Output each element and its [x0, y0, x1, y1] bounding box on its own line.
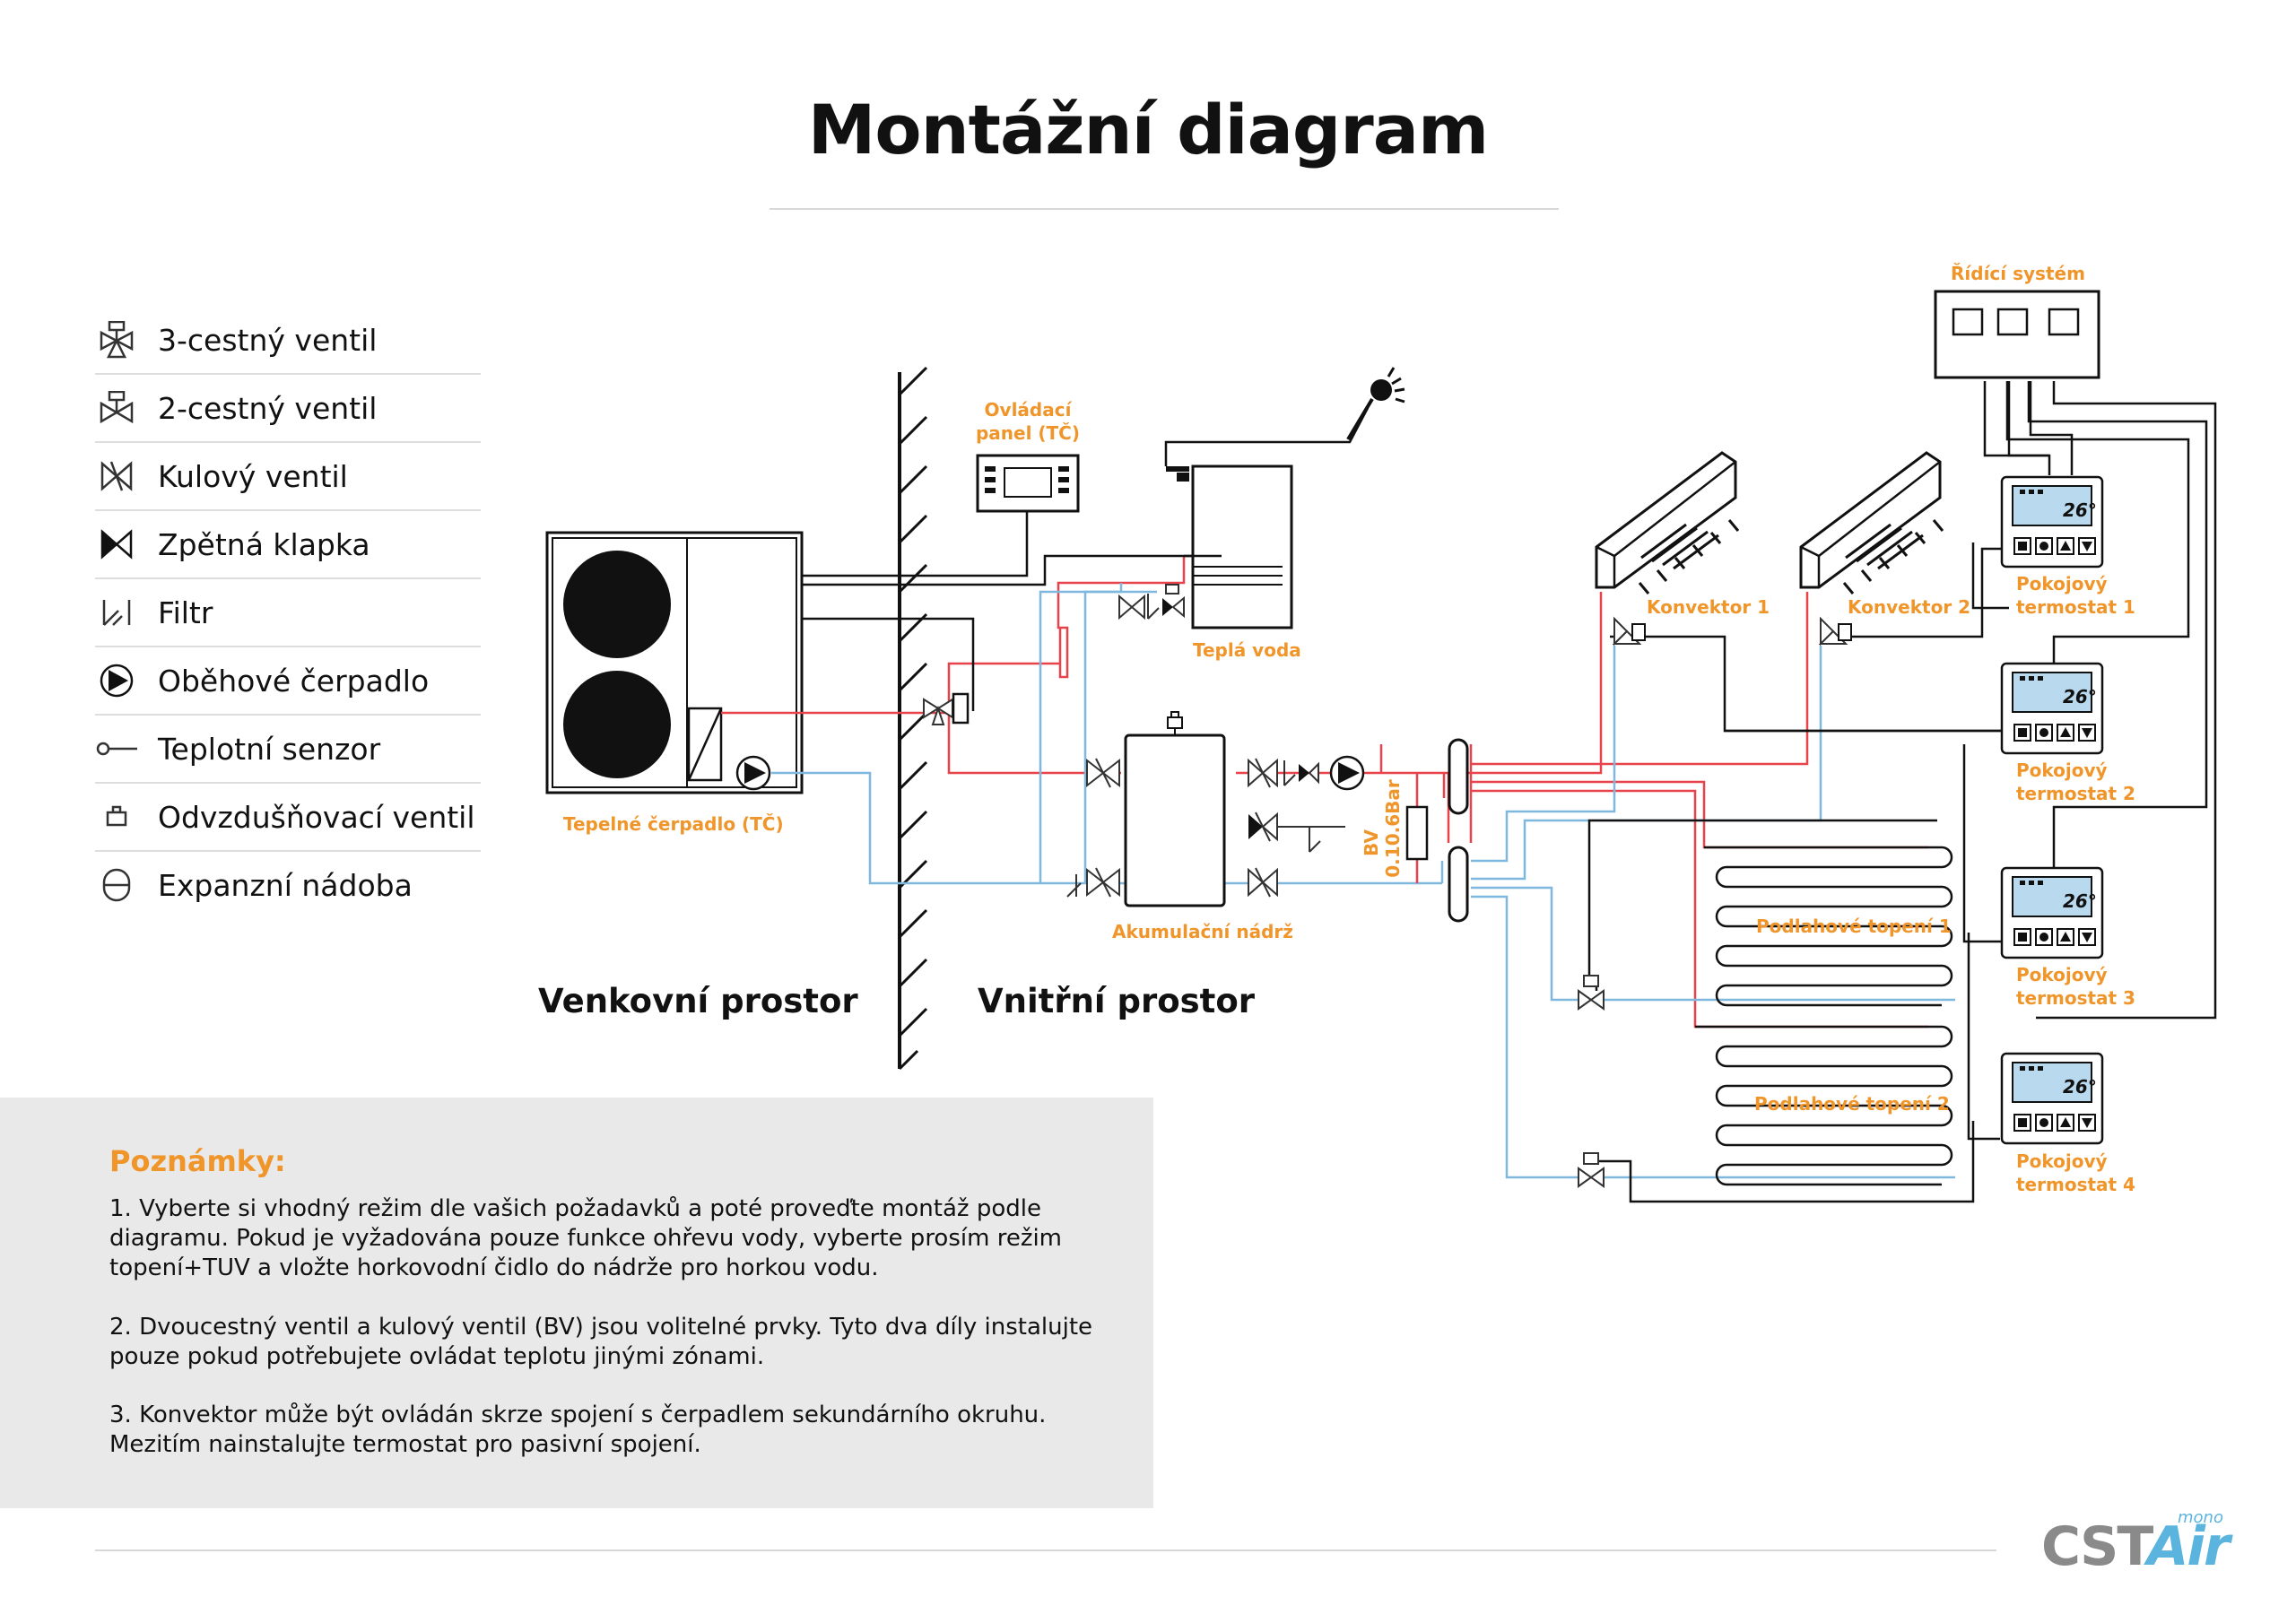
floor-heating-2-label: Podlahové topení 2: [1754, 1093, 1950, 1115]
legend-label: Zpětná klapka: [158, 526, 370, 562]
thermostat-label: Pokojový: [2016, 573, 2108, 595]
legend-label: Teplotní senzor: [158, 731, 381, 767]
three-way-valve-icon: [95, 318, 138, 361]
legend-item-ball-valve: Kulový ventil: [95, 443, 481, 511]
supply-pipes: [721, 556, 1928, 1028]
legend-label: Odvzdušňovací ventil: [158, 799, 475, 835]
control-system-label: Řídící systém: [1951, 263, 2085, 284]
room-thermostat-1: 26°: [2000, 475, 2104, 568]
hot-water-valve-group: [1118, 584, 1185, 621]
floor-heating-loop-2: [1695, 1025, 1953, 1186]
thermostat-label: Pokojový: [2016, 964, 2108, 985]
legend-label: Oběhové čerpadlo: [158, 663, 430, 699]
legend-item-air-vent-valve: Odvzdušňovací ventil: [95, 784, 481, 852]
logo-air: Air: [2147, 1515, 2231, 1578]
note-item: 2. Dvoucestný ventil a kulový ventil (BV…: [109, 1314, 1093, 1370]
thermostat-2-label: termostat 2: [2016, 783, 2135, 804]
heat-pump-unit: [545, 531, 804, 794]
bypass-valve-pressure: 0.10.6Bar: [1382, 779, 1404, 878]
thermostat-display: 26°: [2063, 686, 2097, 707]
building-wall: [898, 366, 928, 1071]
title-divider: [770, 208, 1559, 210]
legend-item-circulation-pump: Oběhové čerpadlo: [95, 647, 481, 716]
temperature-sensor-icon: [95, 727, 138, 770]
thermostat-wires: [1587, 381, 2217, 1203]
hot-water-tank: [1166, 464, 1293, 629]
note-item: 3. Konvektor může být ovládán skrze spoj…: [109, 1402, 1047, 1458]
page-title: Montážní diagram: [807, 90, 1490, 169]
note-item: 1. Vyberte si vhodný režim dle vašich po…: [109, 1195, 1063, 1281]
distribution-manifolds: [1448, 738, 1469, 923]
legend-item-temperature-sensor: Teplotní senzor: [95, 716, 481, 784]
notes-panel: Poznámky: 1. Vyberte si vhodný režim dle…: [0, 1098, 1153, 1508]
hot-water-label: Teplá voda: [1193, 639, 1301, 661]
legend-item-check-valve: Zpětná klapka: [95, 511, 481, 579]
legend-item-two-way-valve: 2-cestný ventil: [95, 375, 481, 443]
circulation-pump-icon: [95, 659, 138, 702]
legend-item-expansion-vessel: Expanzní nádoba: [95, 852, 481, 918]
buffer-tank-valves: [1066, 755, 1365, 898]
control-panel-label: panel (TČ): [976, 422, 1080, 444]
convector-1: [1595, 451, 1740, 595]
notes-heading: Poznámky:: [109, 1144, 286, 1178]
bypass-valve-label: BV: [1361, 829, 1382, 856]
control-panel: [976, 454, 1080, 513]
floor-zone-valves: [1578, 975, 1605, 1188]
filter-icon: [95, 591, 138, 634]
indoor-zone-label: Vnitřní prostor: [978, 982, 1256, 1020]
legend-label: Filtr: [158, 595, 213, 630]
buffer-tank-label: Akumulační nádrž: [1112, 921, 1293, 942]
logo-mono: mono: [2178, 1508, 2223, 1527]
convector-1-label: Konvektor 1: [1647, 596, 1770, 618]
thermostat-4-label: termostat 4: [2016, 1174, 2135, 1195]
room-thermostat-2: 26°: [2000, 662, 2104, 755]
ball-valve-icon: [95, 455, 138, 498]
convector-valves: [1612, 616, 1852, 647]
shower-head-icon: [1346, 367, 1405, 441]
expansion-vessel-icon: [95, 864, 138, 907]
thermostat-label: Pokojový: [2016, 1150, 2108, 1172]
thermostat-3-label: termostat 3: [2016, 987, 2135, 1009]
bypass-valve: [1405, 773, 1429, 883]
thermostat-display: 26°: [2063, 1076, 2097, 1098]
check-valve-icon: [95, 523, 138, 566]
room-thermostat-3: 26°: [2000, 866, 2104, 959]
legend-item-filter: Filtr: [95, 579, 481, 647]
thermostat-label: Pokojový: [2016, 759, 2108, 781]
legend-label: 2-cestný ventil: [158, 390, 378, 426]
buffer-tank: [1124, 711, 1226, 907]
heat-pump-circulation-pump: [735, 755, 771, 791]
legend-label: Kulový ventil: [158, 458, 348, 494]
floor-heating-loop-1: [1704, 846, 1953, 1007]
outdoor-zone-label: Venkovní prostor: [538, 982, 858, 1020]
fan-icon: [563, 671, 671, 778]
logo-cst: CST: [2041, 1515, 2153, 1578]
floor-heating-1-label: Podlahové topení 1: [1756, 916, 1952, 937]
brand-logo: CST Air mono: [2041, 1508, 2231, 1578]
control-panel-label: Ovládací: [985, 399, 1073, 421]
heat-pump-label: Tepelné čerpadlo (TČ): [563, 813, 784, 835]
convector-2-label: Konvektor 2: [1848, 596, 1970, 618]
footer-divider: [95, 1549, 1996, 1551]
legend-item-three-way-valve: 3-cestný ventil: [95, 307, 481, 375]
thermostat-display: 26°: [2063, 499, 2097, 521]
legend-label: Expanzní nádoba: [158, 867, 413, 903]
legend: 3-cestný ventil 2-cestný ventil Kulový v…: [95, 307, 481, 918]
fan-icon: [563, 551, 671, 658]
control-system: [1934, 290, 2100, 379]
air-vent-valve-icon: [95, 795, 138, 838]
legend-label: 3-cestný ventil: [158, 322, 378, 358]
three-way-valve: [923, 692, 970, 725]
room-thermostat-4: 26°: [2000, 1052, 2104, 1145]
convector-2: [1799, 451, 1944, 595]
two-way-valve-icon: [95, 386, 138, 430]
thermostat-display: 26°: [2063, 890, 2097, 912]
thermostat-1-label: termostat 1: [2016, 596, 2135, 618]
